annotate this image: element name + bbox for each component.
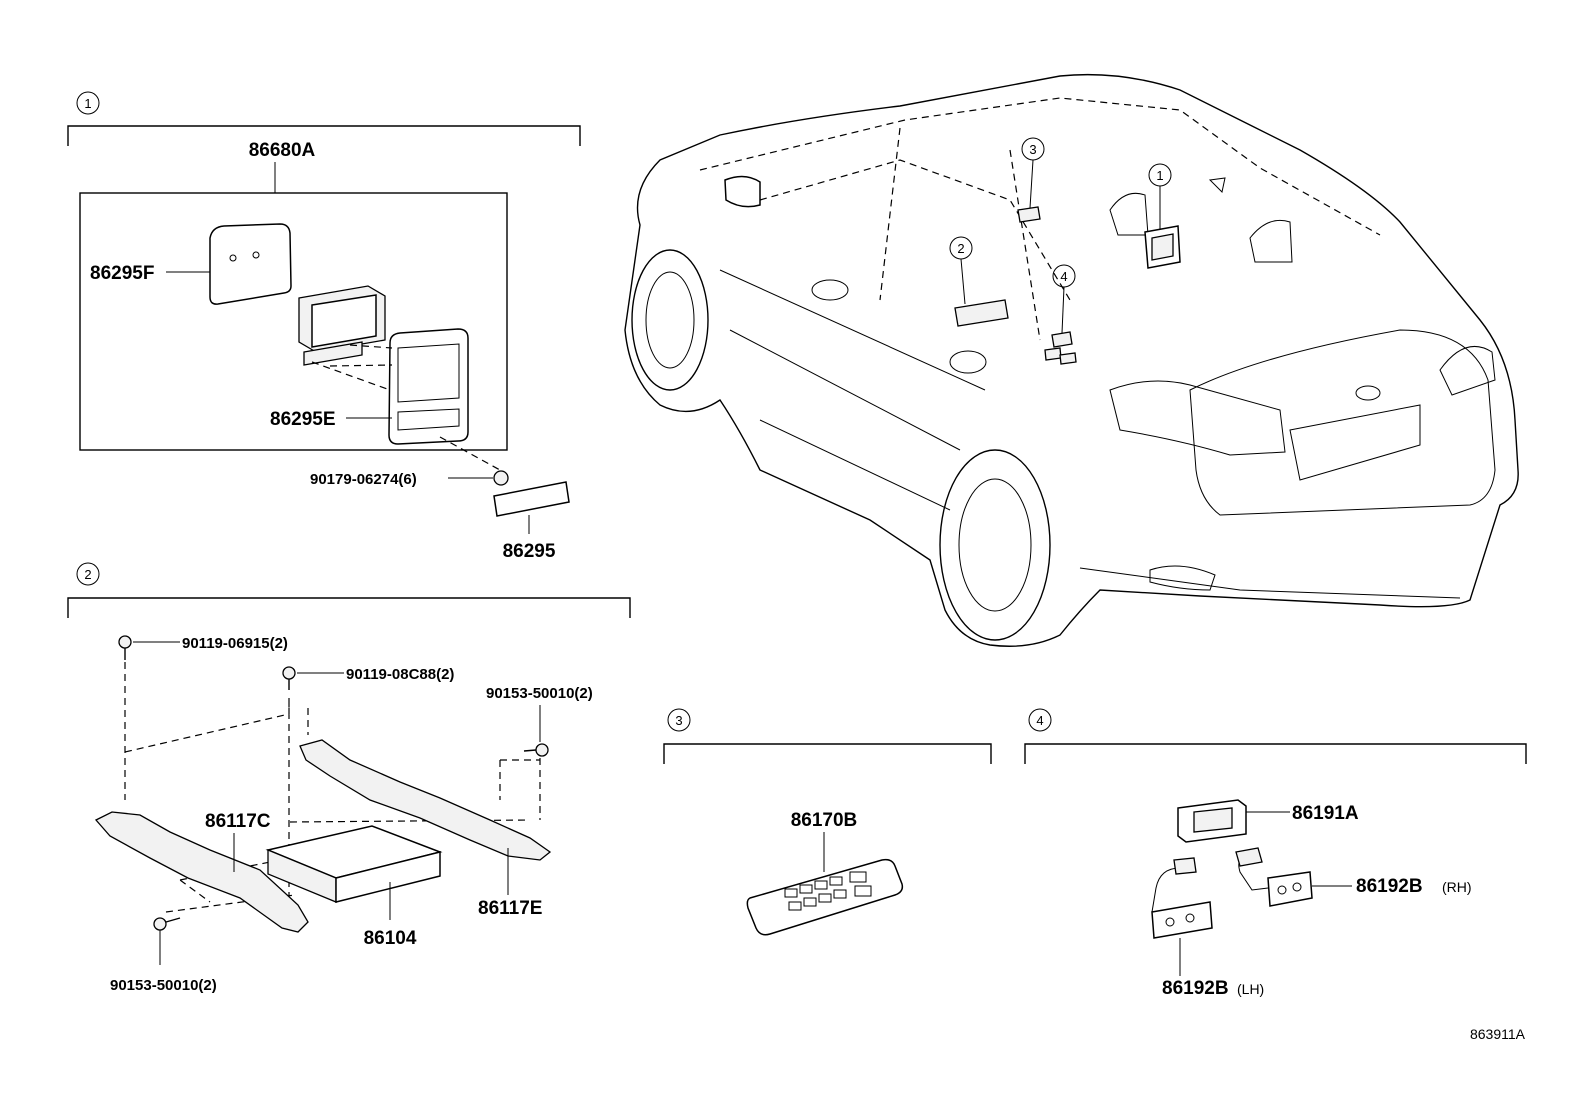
part-90119-06915-label[interactable]: 90119-06915(2) <box>182 635 288 652</box>
bolt-90119-06915-icon <box>118 635 132 649</box>
part-86295-label[interactable]: 86295 <box>503 541 556 562</box>
side-mirror <box>724 175 761 208</box>
bracket-86117C-shape <box>94 811 309 933</box>
group-3-bracket <box>663 743 992 764</box>
group-3: 3 86170B <box>663 708 992 936</box>
part-86295E-label[interactable]: 86295E <box>270 409 336 430</box>
group-2-badge <box>76 562 100 586</box>
group-1-bracket <box>67 125 581 146</box>
group-3-number: 3 <box>675 713 682 728</box>
diagram-code: 863911A <box>1470 1026 1526 1042</box>
plate-86295-shape <box>493 481 570 517</box>
lh-suffix: (LH) <box>1237 981 1264 997</box>
svg-text:1: 1 <box>1156 168 1163 183</box>
part-90179-06274-label[interactable]: 90179-06274(6) <box>310 471 417 488</box>
part-90153-50010-lower-label[interactable]: 90153-50010(2) <box>110 977 217 994</box>
bezel-86295E-shape <box>388 328 469 445</box>
front-wheel <box>631 249 709 391</box>
rear-hatch <box>1189 329 1496 516</box>
rh-suffix: (RH) <box>1442 879 1472 895</box>
part-86192B-lh-label[interactable]: 86192B <box>1162 978 1229 999</box>
svg-text:3: 3 <box>1029 142 1036 157</box>
part-86117C-label[interactable]: 86117C <box>205 811 271 832</box>
jack-86192B-lh-shape <box>1151 901 1213 939</box>
part-86117E-label[interactable]: 86117E <box>478 898 542 919</box>
assembly-86680A-box <box>79 192 508 451</box>
remote-86170B-shape <box>746 858 904 936</box>
vehicle-illustration: 3 1 2 4 <box>624 73 1519 647</box>
ecu-86104-front <box>335 851 441 903</box>
screw-90179-icon <box>493 470 509 486</box>
vehicle-body-outline <box>624 73 1519 647</box>
part-86170B-label[interactable]: 86170B <box>791 810 858 831</box>
bolt-90119-08C88-icon <box>282 666 296 680</box>
group-4-number: 4 <box>1036 713 1043 728</box>
part-86192B-rh-label[interactable]: 86192B <box>1356 876 1423 897</box>
group-1: 1 86680A 86295F 86295E 90179-06274(6) 86… <box>67 91 581 562</box>
bracket-86117E-shape <box>299 739 552 861</box>
group-4-badge <box>1028 708 1052 732</box>
rear-wheel <box>939 449 1051 641</box>
part-90153-50010-upper-label[interactable]: 90153-50010(2) <box>486 685 593 702</box>
cover-86295F-shape <box>209 223 292 305</box>
bolt-90153-lower-icon <box>153 917 167 931</box>
group-4-bracket <box>1024 743 1527 764</box>
part-86295F-label[interactable]: 86295F <box>90 263 154 284</box>
group-1-badge <box>76 91 100 115</box>
part-86680A-label[interactable]: 86680A <box>249 140 316 161</box>
bolt-90153-upper-icon <box>535 743 549 757</box>
vehicle-ecu-marker <box>954 299 1009 327</box>
part-90119-08C88-label[interactable]: 90119-08C88(2) <box>346 666 454 683</box>
part-86104-label[interactable]: 86104 <box>364 928 417 949</box>
vehicle-remote-marker <box>1017 206 1041 223</box>
svg-text:4: 4 <box>1060 269 1067 284</box>
group-2-number: 2 <box>84 567 91 582</box>
part-86191A-label[interactable]: 86191A <box>1292 803 1359 824</box>
group-2: 2 90119-06915(2) 90119-08C88(2) 90153-50… <box>67 562 631 994</box>
group-4: 4 86191A 86192B (RH) 86192B (LH) <box>1024 708 1527 999</box>
group-1-number: 1 <box>84 96 91 111</box>
remote-buttons <box>784 871 872 911</box>
svg-text:2: 2 <box>957 241 964 256</box>
group-2-bracket <box>67 597 631 618</box>
vehicle-jack-marker <box>1051 331 1073 348</box>
group-3-badge <box>667 708 691 732</box>
jack-86192B-rh-shape <box>1267 871 1313 907</box>
